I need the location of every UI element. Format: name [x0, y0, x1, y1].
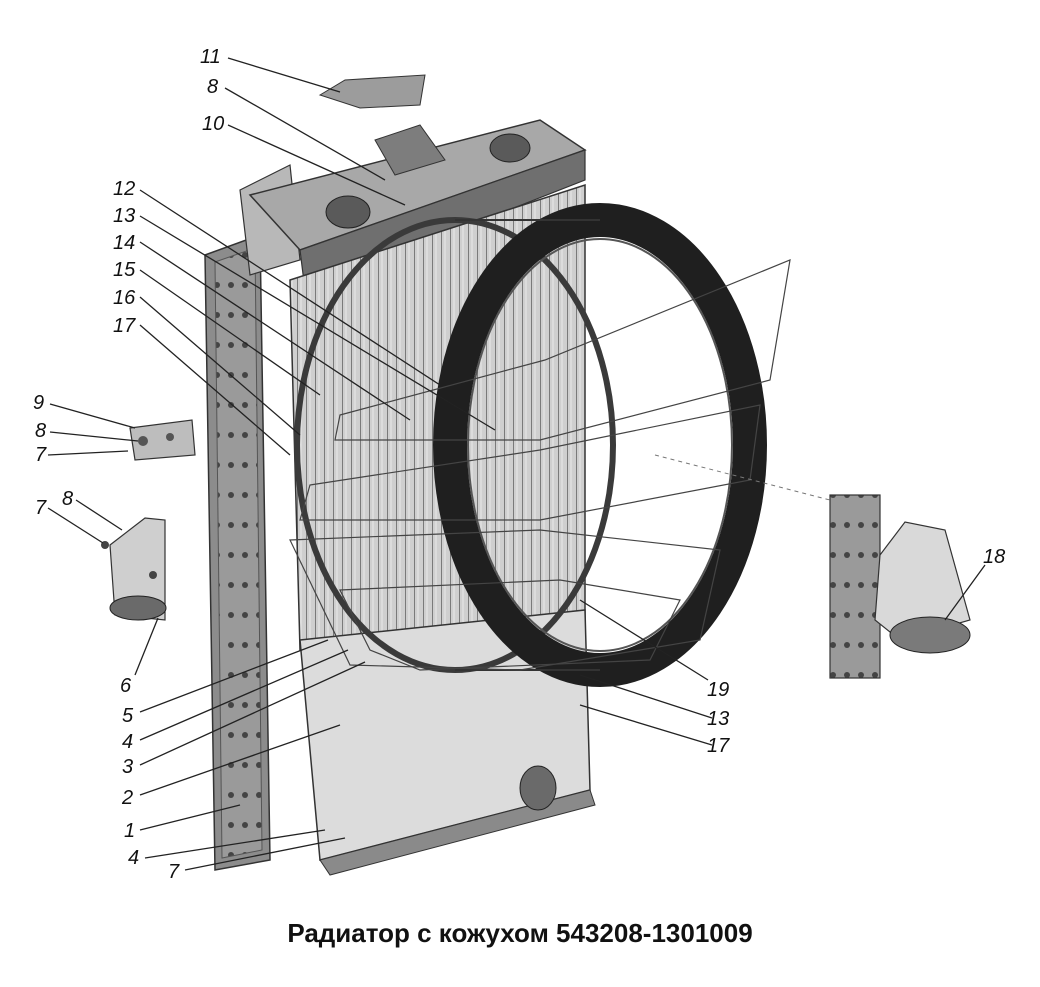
callout-17-upper: 17: [113, 315, 136, 337]
callout-2: 2: [121, 787, 133, 809]
callout-4-upper: 4: [122, 731, 133, 753]
callout-16: 16: [113, 287, 136, 309]
callout-labels: 11 8 10 12 13 14 15 16 17 9 8 7 7 8 6 5 …: [33, 46, 1005, 883]
callout-3: 3: [122, 756, 133, 778]
callout-7-support: 7: [35, 497, 47, 519]
leader-lines: [47, 57, 986, 871]
callout-14: 14: [113, 232, 135, 254]
callout-7-bracket: 7: [35, 444, 47, 466]
callout-19: 19: [707, 679, 729, 701]
callout-9: 9: [33, 392, 44, 414]
callout-18: 18: [983, 546, 1005, 568]
callout-6: 6: [120, 675, 132, 697]
callout-4-lower: 4: [128, 847, 139, 869]
callout-8-top: 8: [207, 76, 218, 98]
fan-shroud: [294, 203, 767, 687]
callout-10: 10: [202, 113, 224, 135]
seal-strips: [289, 259, 791, 671]
callout-13-upper: 13: [113, 205, 135, 227]
callout-12: 12: [113, 178, 135, 200]
drawing-caption: Радиатор с кожухом 543208-1301009: [287, 918, 753, 948]
radiator-side-post: [204, 164, 301, 871]
radiator-bottom-tank: [299, 609, 596, 876]
callout-13-lower: 13: [707, 708, 729, 730]
callout-8-support: 8: [62, 488, 73, 510]
callout-17-lower: 17: [707, 735, 730, 757]
callout-1: 1: [124, 820, 135, 842]
detail-inset-bracket: [654, 454, 971, 679]
callout-5: 5: [122, 705, 134, 727]
callout-7-lower: 7: [168, 861, 180, 883]
callout-8-bracket: 8: [35, 420, 46, 442]
left-support-bracket: [101, 517, 167, 621]
callout-15: 15: [113, 259, 136, 281]
upper-mount-bracket: [129, 419, 196, 461]
callout-11: 11: [200, 46, 221, 68]
